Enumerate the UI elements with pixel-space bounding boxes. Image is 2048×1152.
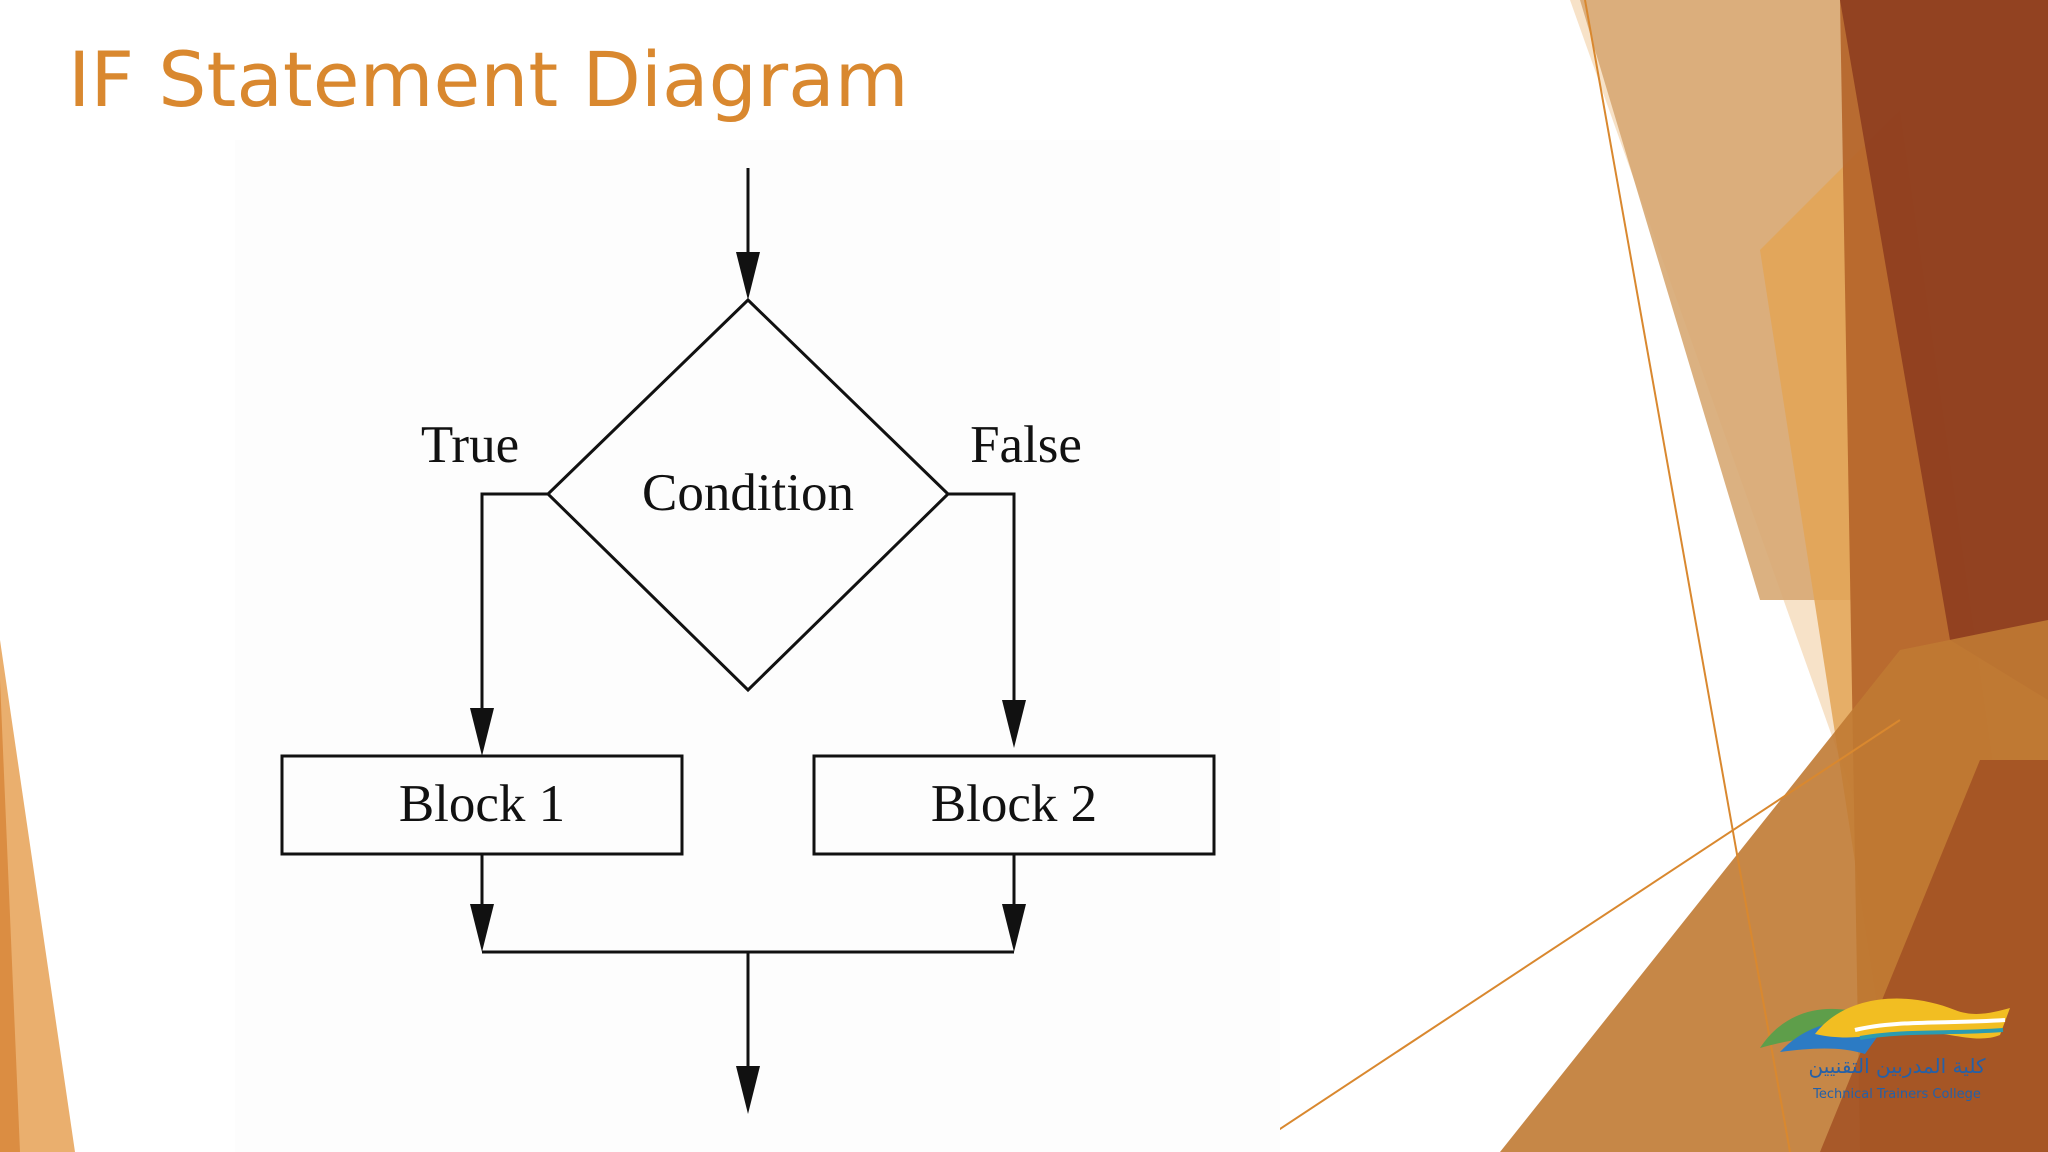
college-logo-icon: كلية المدربين التقنيين Technical Trainer… [1760, 998, 2010, 1102]
false-label: False [970, 416, 1082, 474]
entry-arrowhead [736, 252, 760, 300]
slide-title: IF Statement Diagram [68, 35, 909, 124]
false-branch-line [948, 492, 1016, 712]
block1-exit-arrowhead [470, 904, 494, 952]
true-arrowhead [470, 708, 494, 756]
logo-white-stripe [1854, 1018, 2006, 1032]
decision-diamond [545, 297, 951, 693]
false-arrowhead [1002, 700, 1026, 748]
exit-arrowhead [736, 1066, 760, 1114]
condition-label: Condition [642, 464, 854, 522]
bottom-facet-rust [1820, 760, 2048, 1152]
accent-line-2 [1244, 719, 1901, 1152]
logo-arabic-text: كلية المدربين التقنيين [1809, 1054, 1986, 1078]
logo-teal-stripe [1859, 1028, 2004, 1040]
left-facet-dark [0, 680, 20, 1152]
block1-label: Block 1 [399, 775, 565, 833]
accent-line-1 [1584, 0, 1791, 1152]
left-facet-light [0, 640, 75, 1152]
block2-exit-arrowhead [1002, 904, 1026, 952]
logo-english-text: Technical Trainers College [1812, 1087, 1981, 1102]
right-facet-deep [1840, 0, 2048, 700]
true-label: True [421, 416, 519, 474]
true-branch-line [480, 492, 548, 712]
block2-label: Block 2 [931, 775, 1097, 833]
